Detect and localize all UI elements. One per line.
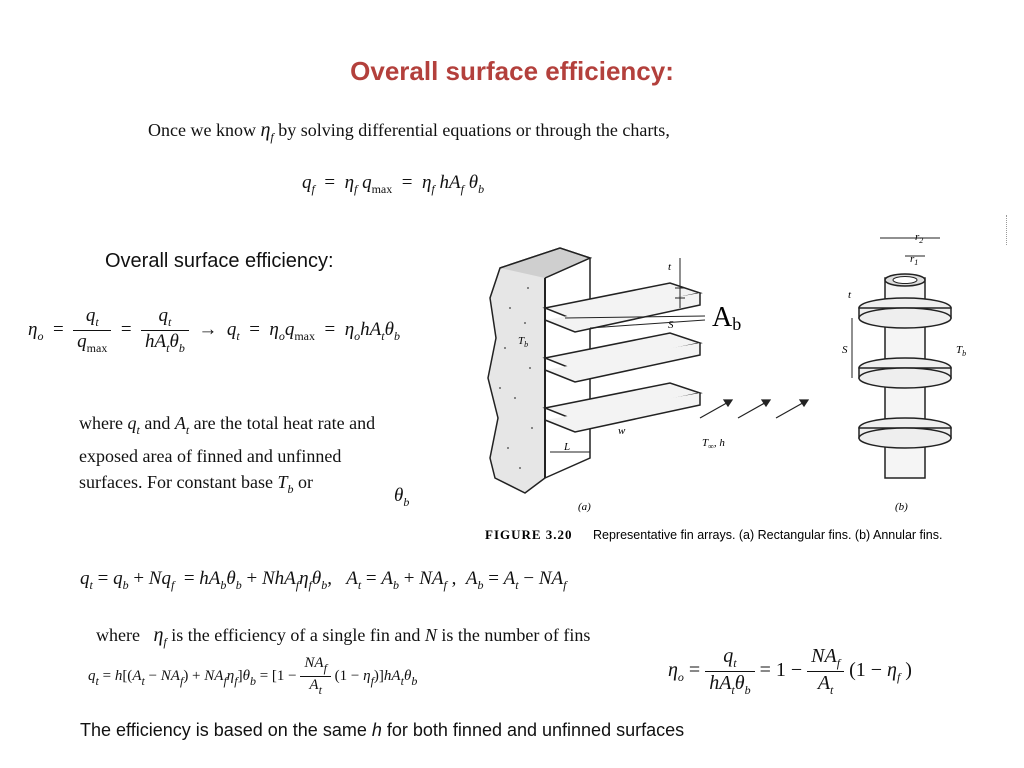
label-r1: r1 [910, 253, 918, 267]
label-S2: S [842, 344, 848, 356]
equation-qt: qt = qb + Nqf = hAbθb + NhAfηfθb, At = A… [80, 568, 567, 592]
equation-qf: qf = ηf qmax = ηf hAf θb [302, 172, 485, 196]
bottom-note: The efficiency is based on the same h fo… [80, 720, 685, 740]
label-Tb2: Tb [956, 344, 966, 358]
figure-caption-text: Representative fin arrays. (a) Rectangul… [593, 528, 942, 542]
annot-Ab: Ab [712, 302, 741, 334]
eta-sub: f [270, 130, 274, 144]
label-L: L [563, 441, 570, 453]
label-t: t [668, 261, 672, 273]
theta-b-symbol: θb [394, 485, 410, 509]
label-r2: r2 [915, 231, 923, 245]
label-w: w [618, 425, 626, 437]
intro-line: Once we know ηf by solving differential … [148, 119, 670, 145]
label-t2: t [848, 289, 852, 301]
label-S: S [668, 319, 674, 331]
slide-title: Overall surface efficiency: [350, 56, 674, 86]
rectangular-fins-drawing: t S Ab Tb L w T∞, h (a) [487, 247, 810, 513]
label-a: (a) [578, 501, 591, 513]
label-Tinf: T∞, h [702, 437, 725, 451]
intro-prefix: Once we know [148, 120, 256, 140]
figure-caption-label: FIGURE 3.20 [485, 527, 573, 542]
intro-suffix: by solving differential equations or thr… [278, 120, 670, 140]
edge-marker [1006, 215, 1009, 245]
annular-fins-drawing: r2 r1 t S Tb (b) [842, 231, 966, 513]
label-Tb: Tb [518, 335, 528, 349]
section-label: Overall surface efficiency: [105, 250, 334, 272]
where-fin-efficiency: where ηf is the efficiency of a single f… [96, 624, 591, 649]
fin-arrays-figure: t S Ab Tb L w T∞, h (a) r2 r1 [485, 231, 966, 542]
label-b: (b) [895, 501, 908, 513]
eta-symbol: η [260, 119, 271, 141]
where-paragraph: where qt and At are the total heat rate … [79, 413, 376, 496]
